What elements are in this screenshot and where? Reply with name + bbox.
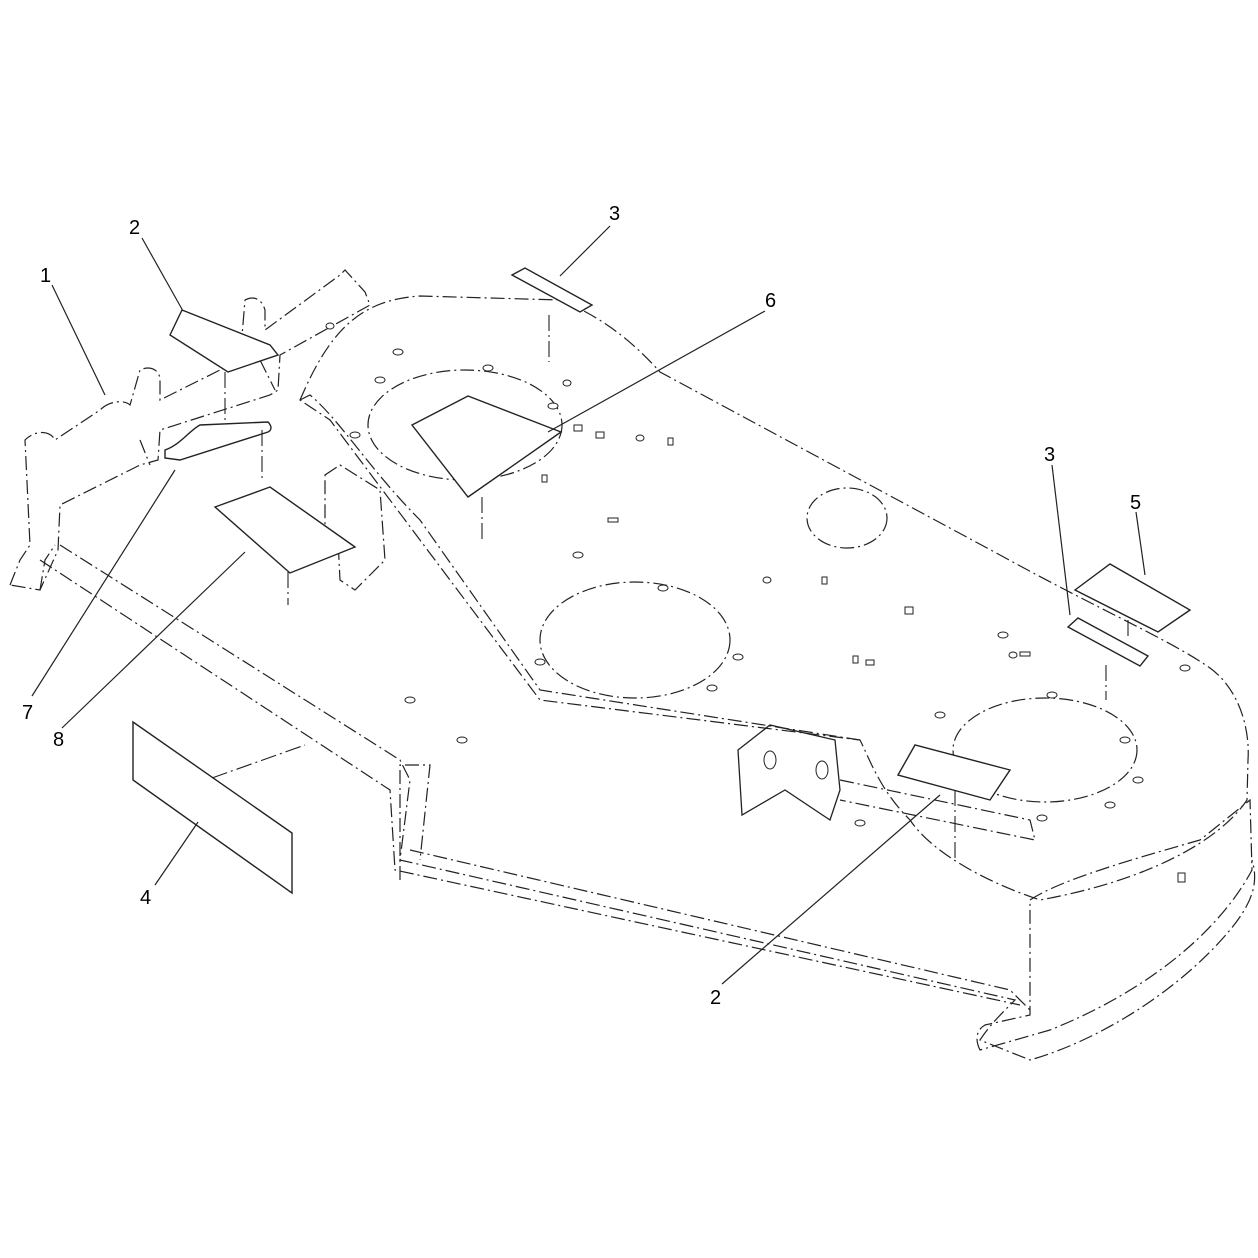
leader-7	[31, 469, 176, 697]
callout-6: 6	[765, 290, 776, 312]
blade-opening-right	[952, 697, 1138, 803]
callout-3-top: 3	[609, 203, 620, 225]
leader-8	[61, 551, 246, 729]
left-mount-rail-inner	[39, 359, 276, 591]
decal-3-top	[510, 267, 594, 313]
decal-2-rear	[169, 309, 280, 373]
decal-8	[213, 486, 357, 574]
center-bracket	[324, 464, 386, 591]
leader-lines	[31, 225, 1146, 985]
bolt-holes	[325, 322, 1191, 883]
decal-5	[1073, 563, 1192, 633]
leader-6	[547, 310, 766, 433]
callout-2-front: 2	[710, 987, 721, 1009]
callout-3-right: 3	[1044, 444, 1055, 466]
decal-7	[164, 421, 272, 461]
callout-8: 8	[53, 729, 64, 751]
callout-4: 4	[140, 887, 151, 909]
leader-2b	[721, 794, 941, 985]
callout-7: 7	[22, 702, 33, 724]
leader-2a	[141, 237, 184, 312]
deck-rear-ramp	[299, 394, 861, 741]
leader-3b	[1051, 464, 1071, 616]
decal-4	[132, 720, 293, 895]
deck-right-flange	[976, 798, 1253, 1051]
spindle-opening	[806, 487, 888, 549]
decals	[132, 267, 1192, 895]
deck-skirt-outline	[59, 544, 1256, 1061]
deck-front-edge	[409, 849, 1031, 1011]
callout-2-rear: 2	[129, 217, 140, 239]
side-panel-left	[399, 764, 431, 880]
leader-5	[1135, 511, 1146, 576]
deck-skirt-inner	[39, 559, 1021, 1006]
decal-3-right	[1066, 617, 1150, 667]
leader-1	[51, 284, 106, 396]
leader-4	[154, 821, 199, 886]
callout-1: 1	[40, 265, 51, 287]
decal-6	[410, 395, 563, 498]
callouts: 1 2 3 6 3 5 7 8 4 2	[22, 203, 1141, 1009]
mower-deck	[9, 269, 1256, 1061]
front-center-bracket	[737, 724, 841, 822]
bracket-hole-left	[763, 750, 777, 770]
bracket-hole-right	[815, 760, 829, 780]
left-mount-rail	[9, 269, 371, 591]
leader-3a	[559, 225, 611, 277]
decal-2-front	[896, 744, 1012, 801]
blade-opening-center	[539, 581, 731, 699]
placement-guides	[211, 315, 1129, 860]
callout-5: 5	[1130, 492, 1141, 514]
front-rail-strip	[839, 779, 1036, 841]
